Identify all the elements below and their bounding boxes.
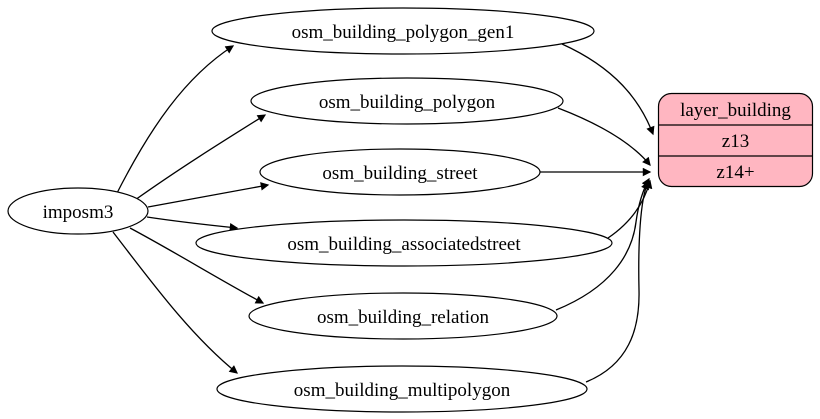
edge-imposm3-to-osm-building-associatedstreet — [146, 216, 239, 232]
node-layer-building-row-z13: z13 — [722, 131, 749, 152]
node-layer-building-row-z14plus: z14+ — [716, 162, 754, 183]
edge-group-layer — [540, 43, 655, 383]
node-osm-building-street-shape — [259, 148, 541, 196]
node-osm-building-street: osm_building_street — [259, 148, 541, 196]
edge-imposm3-to-osm-building-street — [147, 182, 270, 208]
node-imposm3: imposm3 — [7, 187, 149, 235]
edge-osm-building-relation-to-layer-z14 — [555, 177, 650, 311]
node-osm-building-polygon-gen1-label: osm_building_polygon_gen1 — [292, 22, 515, 43]
node-osm-building-multipolygon-label: osm_building_multipolygon — [294, 380, 511, 401]
node-osm-building-relation-shape — [248, 292, 558, 340]
edge-imposm3-to-osm-building-polygon-gen1 — [115, 45, 235, 196]
node-layer-building-title: layer_building — [680, 100, 791, 121]
node-osm-building-multipolygon: osm_building_multipolygon — [216, 365, 588, 413]
edge-osm-building-polygon-to-layer-z14 — [557, 107, 651, 166]
node-imposm3-label: imposm3 — [43, 202, 114, 223]
node-osm-building-polygon: osm_building_polygon — [250, 77, 564, 125]
node-imposm3-shape — [7, 187, 149, 235]
edge-imposm3-to-osm-building-relation — [129, 227, 265, 304]
edge-imposm3-to-osm-building-polygon — [134, 114, 267, 201]
edge-imposm3-to-osm-building-multipolygon — [112, 231, 238, 374]
node-osm-building-multipolygon-shape — [216, 365, 588, 413]
node-layer-building: layer_building z13 z14+ — [657, 92, 814, 188]
node-layer-building-shape — [657, 92, 814, 188]
node-osm-building-polygon-label: osm_building_polygon — [319, 92, 496, 113]
node-osm-building-polygon-shape — [250, 77, 564, 125]
node-osm-building-associatedstreet-shape — [195, 219, 613, 267]
node-osm-building-associatedstreet-label: osm_building_associatedstreet — [287, 234, 521, 255]
edge-osm-building-polygon-gen1-to-layer-z13 — [561, 43, 655, 136]
node-osm-building-street-label: osm_building_street — [322, 163, 478, 184]
node-osm-building-relation: osm_building_relation — [248, 292, 558, 340]
node-osm-building-associatedstreet: osm_building_associatedstreet — [195, 219, 613, 267]
edge-osm-building-multipolygon-to-layer-z14 — [585, 180, 649, 383]
node-osm-building-relation-label: osm_building_relation — [317, 307, 490, 328]
node-osm-building-polygon-gen1-shape — [211, 7, 595, 55]
node-osm-building-polygon-gen1: osm_building_polygon_gen1 — [211, 7, 595, 55]
edge-group-sources — [112, 45, 270, 374]
